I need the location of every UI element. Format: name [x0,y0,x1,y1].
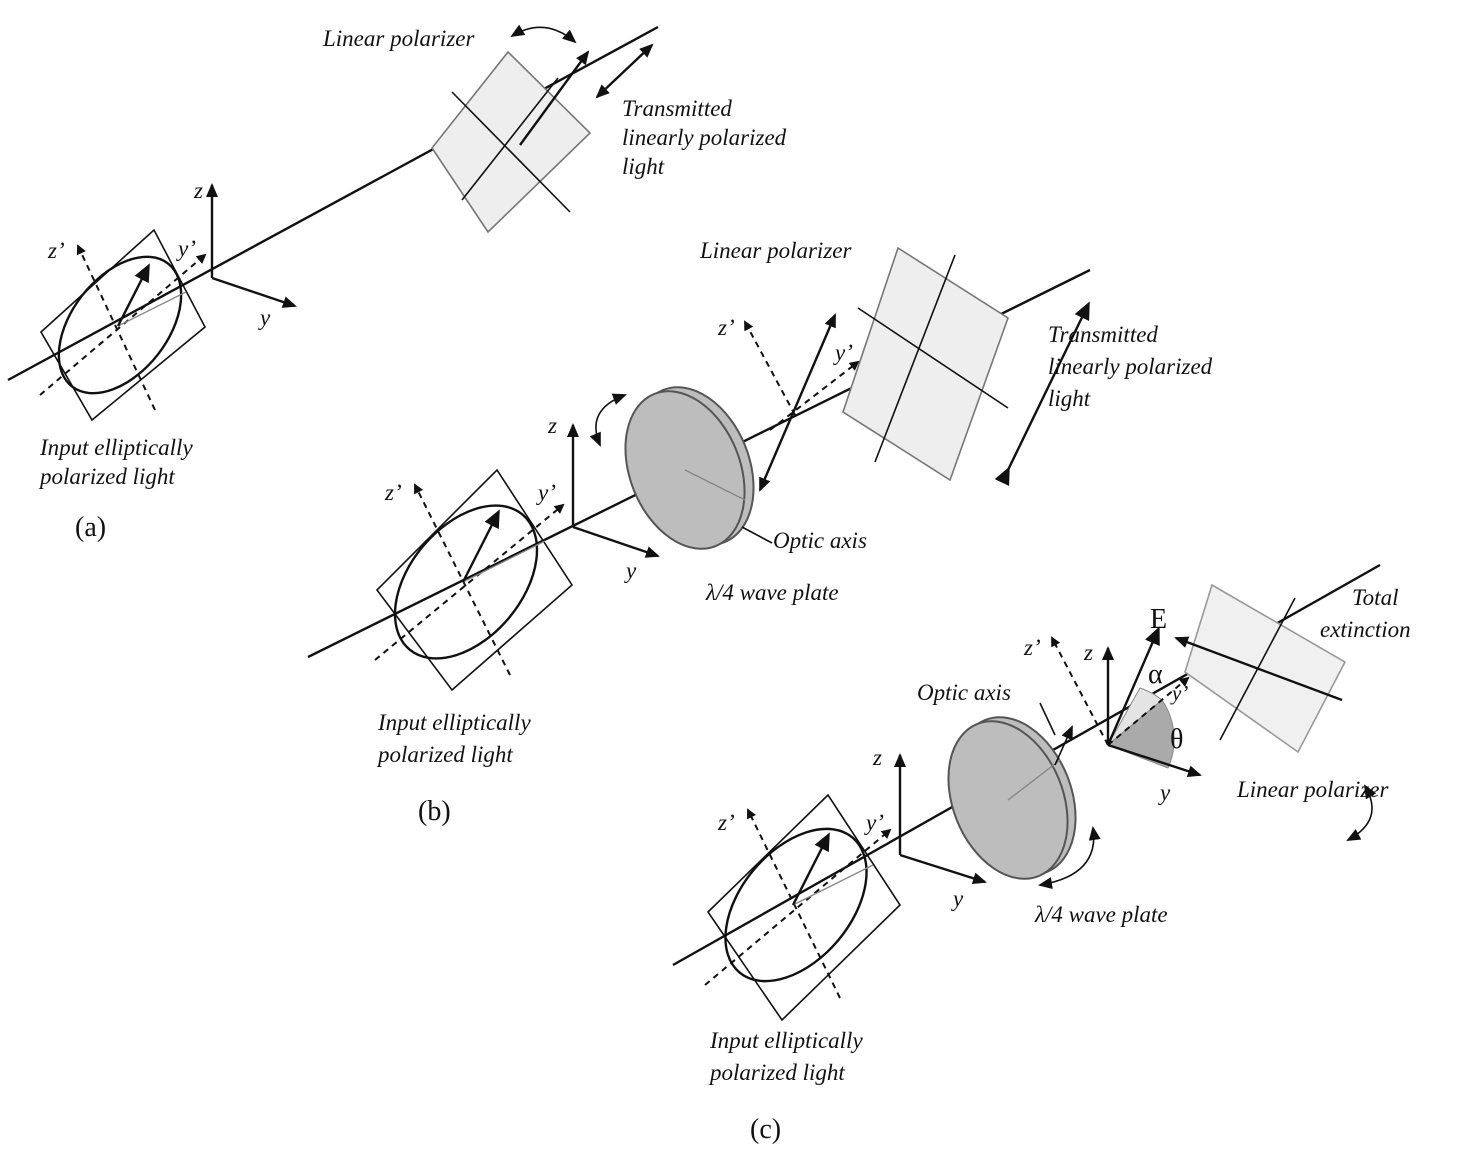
optic-axis-line [1007,759,1061,801]
optic-axis-leader [1039,702,1056,736]
y-prime-axis [39,253,207,396]
input-frame [39,228,207,422]
z-prime-axis [76,244,156,411]
z-prime-axis-2 [1051,636,1109,746]
y-axis [899,853,987,885]
panel-a: z y z’ y’ Linear polarizer Transmitted l… [7,24,787,543]
field-vector-arrow [116,263,150,327]
polarizer-grid-line [451,91,571,213]
input-label-2: polarized light [708,1060,845,1085]
y-axis [572,525,660,558]
y-prime-label-2: y’ [1170,681,1188,705]
beam-line [7,25,659,382]
transmission-axis-arrow [519,50,590,146]
panel-c-label: (c) [750,1114,781,1145]
y-axis-label: y [258,305,271,330]
z-axis-label: z [547,413,557,438]
rotation-arrow-icon [1346,784,1377,841]
y-axis-2 [1107,743,1202,777]
projection-line [117,291,187,327]
panel-b-label: (b) [418,796,451,827]
optic-axis-label: Optic axis [773,528,867,553]
polarization-ellipse [724,827,868,983]
transmitted-light-arrow [595,43,654,99]
optic-axis-line [684,469,746,501]
y-prime-axis [374,503,565,661]
z-prime-label: z’ [384,480,402,505]
extinction-label-1: Total [1352,585,1398,610]
z-prime-label-2: z’ [1023,635,1041,660]
polarizer-label: Linear polarizer [1236,777,1389,802]
panel-b: z y z’ y’ z’ y’ Linear polarizer Transmi… [307,238,1213,827]
y-prime-label: y’ [864,810,884,835]
z-axis-label-2: z [1083,640,1093,665]
y-prime-axis-2 [769,360,860,431]
transmitted-label-1: Transmitted [1048,322,1158,347]
polarizer-axis-arrow [1174,636,1343,702]
transmitted-label-1: Transmitted [622,96,732,121]
wave-plate-label: λ/4 wave plate [1034,902,1168,927]
polarizer-grid-line [874,254,956,463]
linear-polarizer [842,246,1009,482]
rotation-arrow-icon [1038,826,1101,889]
y-axis [211,276,297,308]
y-prime-label-2: y’ [833,340,853,365]
optic-axis-label: Optic axis [917,680,1011,705]
linear-polarizer [1184,583,1347,754]
input-label-1: Input elliptically [709,1028,863,1053]
wave-plate-label: λ/4 wave plate [705,580,839,605]
e-field-label: E [1150,604,1167,635]
input-frame [706,793,902,1022]
y-axis-label: y [624,558,637,583]
polarizer-grid-line [461,77,559,201]
input-label-1: Input elliptically [377,710,531,735]
z-prime-label: z’ [717,810,735,835]
transmitted-label-2: linearly polarized [622,125,787,150]
linear-polarizer [431,50,592,234]
input-label-1: Input elliptically [39,435,193,460]
field-vector-arrow [461,509,500,583]
projection-line [462,540,546,583]
rotation-arrow-icon [589,393,627,447]
polarizer-label: Linear polarizer [699,238,852,263]
optic-axis-arrow [1054,725,1073,766]
z-prime-label-2: z’ [717,315,735,340]
extinction-label-2: extinction [1320,617,1411,642]
transmitted-label-3: light [1048,386,1091,411]
optic-axis-leader [741,526,773,544]
transmitted-label-2: linearly polarized [1048,354,1213,379]
input-label-2: polarized light [376,742,513,767]
input-label-2: polarized light [38,464,175,489]
projection-line [792,864,874,906]
y-axis-label-2: y [1158,780,1171,805]
y-prime-label: y’ [536,480,556,505]
alpha-label: α [1148,659,1163,690]
y-prime-label: y’ [176,236,196,261]
z-prime-axis-2 [744,320,796,416]
z-axis-label: z [872,745,882,770]
z-prime-axis [414,483,511,676]
panel-a-label: (a) [75,512,106,543]
z-axis-label: z [193,178,203,203]
y-prime-axis [704,828,892,986]
transmitted-label-3: light [622,154,665,179]
y-axis-label: y [951,886,964,911]
transmitted-light-arrow [994,301,1090,487]
polarization-ellipse [57,255,183,395]
rotation-arrow-icon [510,24,577,44]
e-field-arrow [1106,626,1160,746]
polarizer-label: Linear polarizer [322,26,475,51]
linear-light-arrow [758,313,837,492]
theta-label: θ [1170,724,1183,755]
polarization-ellipse [393,504,539,660]
z-prime-label: z’ [47,238,65,263]
field-vector-arrow [791,832,830,906]
panel-c: z y z’ y’ z y z’ y’ E α θ Total extincti… [672,563,1411,1145]
polarizer-grid-line [857,307,1009,409]
